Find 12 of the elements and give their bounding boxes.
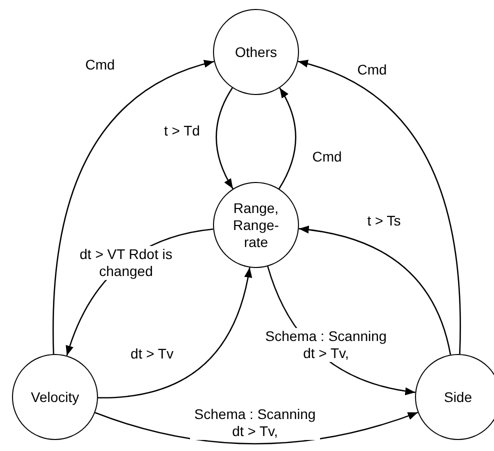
transition-arrow [94, 412, 418, 444]
transition-arrow [298, 226, 452, 355]
state-name: Others [234, 44, 278, 60]
state-name: Velocity [30, 388, 80, 406]
state-name: Range, Range-rate [232, 200, 280, 250]
state-name: Side [442, 388, 474, 406]
transition-arrow [216, 88, 234, 190]
transition-arrow [278, 88, 296, 190]
transition-arrow [298, 60, 461, 354]
transition-arrow [98, 267, 252, 398]
edge-label: Schema : Scanning dt > Tv, [190, 406, 320, 440]
transition-arrow [52, 60, 214, 354]
